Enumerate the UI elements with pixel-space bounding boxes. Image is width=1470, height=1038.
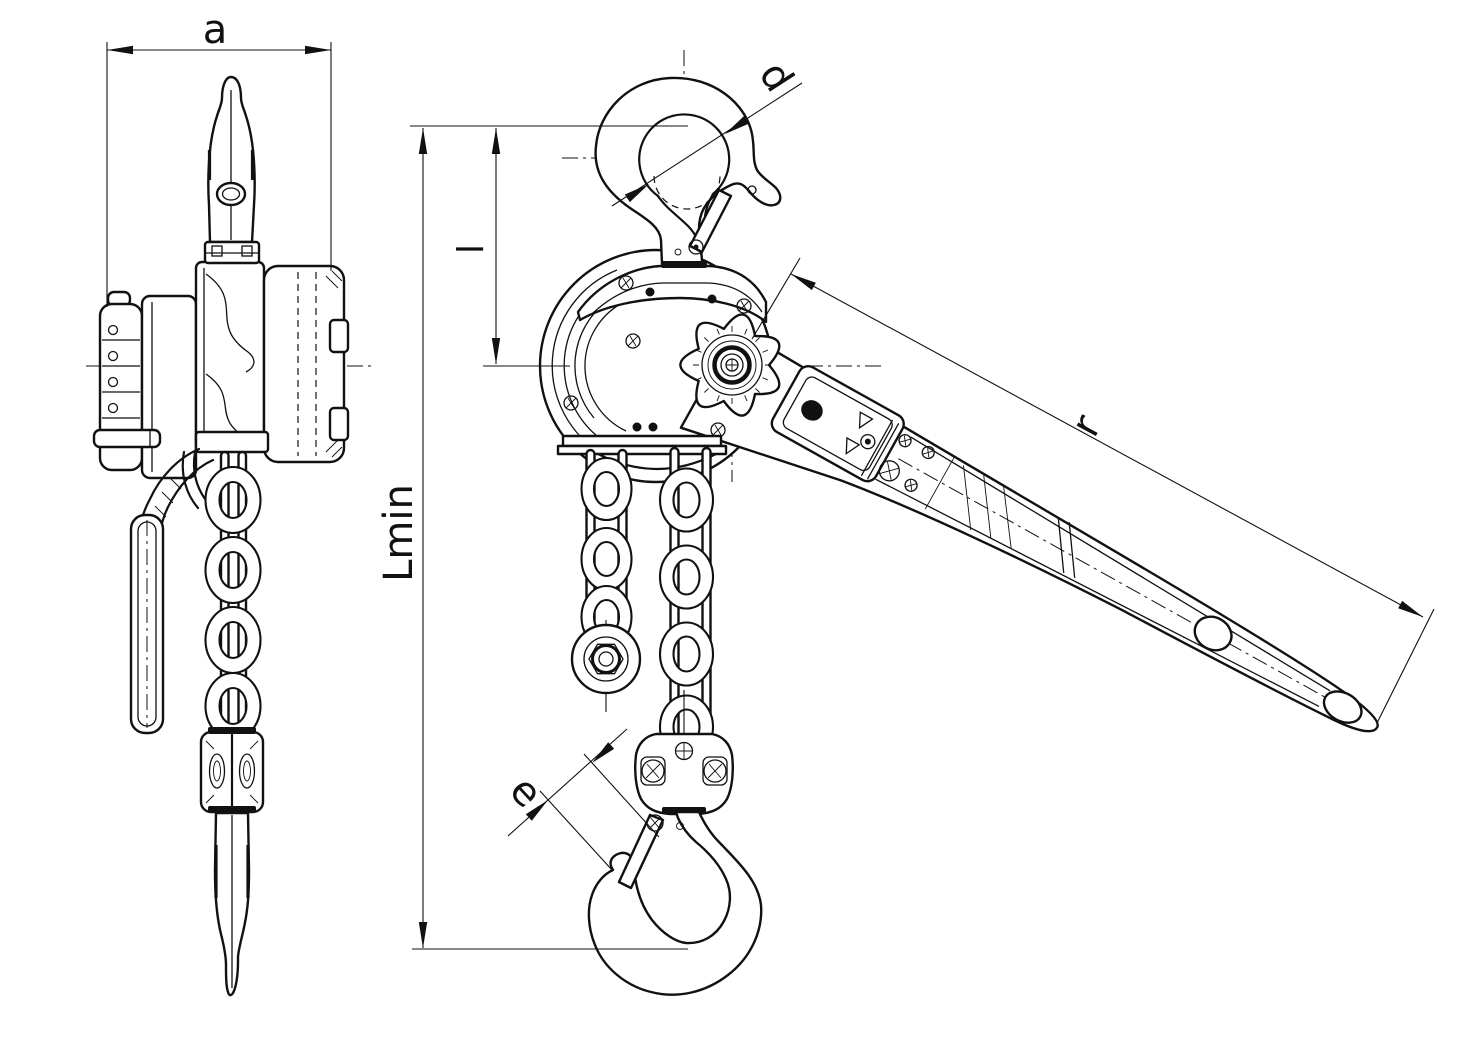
- dimension-label-lmin: Lmin: [376, 484, 422, 582]
- dimension-label-d: d: [750, 54, 802, 100]
- safety-latch-top: [688, 188, 733, 254]
- handwheel-side: [98, 290, 198, 480]
- top-hook-front: [594, 76, 782, 268]
- hook-mouth: [638, 113, 731, 198]
- housing-shoulder: [576, 264, 768, 324]
- ratchet-sprocket: [679, 313, 781, 417]
- lever-arm: [679, 326, 1379, 733]
- knurl-ticks: [693, 326, 771, 404]
- dimension-label-a: a: [203, 7, 228, 53]
- dimension-r: r: [751, 257, 1435, 724]
- front-view: [488, 50, 1379, 996]
- top-hook-side: [203, 75, 261, 265]
- dimension-label-r: r: [1062, 407, 1111, 444]
- dimension-lmin: Lmin: [376, 128, 688, 950]
- lever-hole: [1193, 615, 1233, 652]
- dimension-a: a: [106, 7, 332, 307]
- safety-latch-bottom: [617, 813, 665, 890]
- chain-falls-front: [580, 446, 715, 760]
- lever-grip-side: [129, 513, 165, 735]
- freewheel-pin: [92, 428, 162, 449]
- dimension-l: l: [410, 125, 688, 367]
- bottom-hook-side: [199, 727, 265, 997]
- lever-end-hole: [1322, 690, 1363, 724]
- dimension-label-l: l: [451, 244, 492, 254]
- chain-side: [204, 450, 262, 741]
- housing-bolts: [563, 275, 752, 438]
- chain-end-wheel: [570, 620, 642, 712]
- side-view: [86, 75, 374, 997]
- gear-housing-side: [92, 260, 350, 464]
- dimension-label-e: e: [500, 767, 550, 816]
- lever-side: [129, 447, 215, 735]
